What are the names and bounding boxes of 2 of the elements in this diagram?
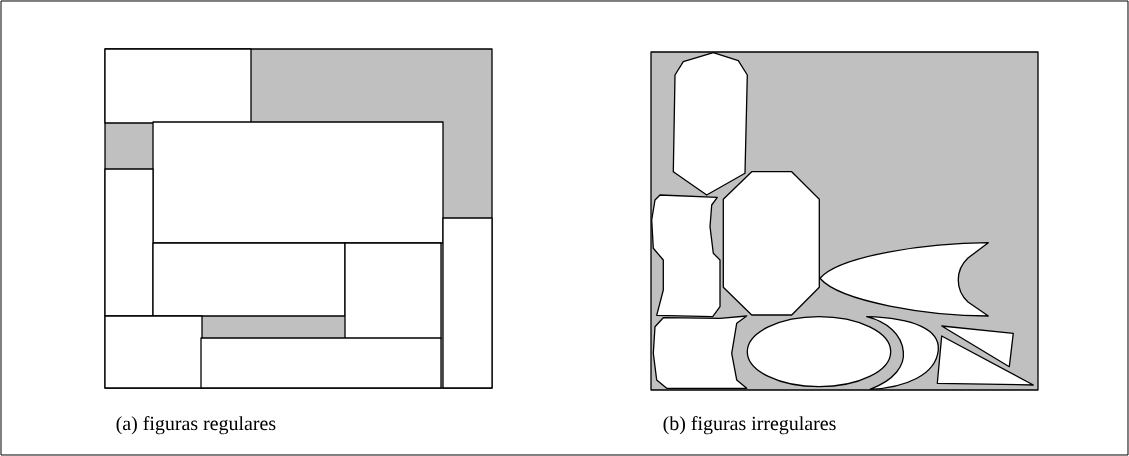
caption: (b) figuras irregulares	[663, 415, 836, 435]
caption: (a) figuras regulares	[116, 415, 276, 435]
